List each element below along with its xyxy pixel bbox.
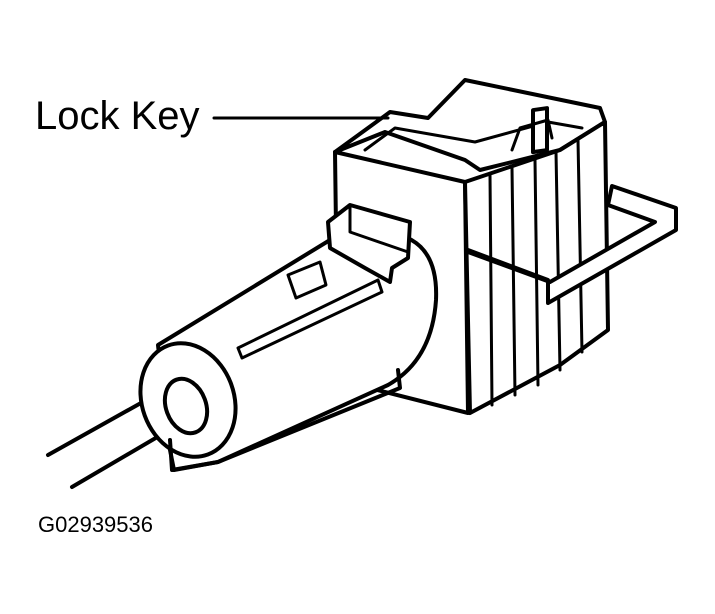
lock-key-label: Lock Key: [35, 94, 200, 138]
terminal-body: [138, 203, 439, 472]
lock-collar: [466, 184, 678, 305]
figure-id: G02939536: [38, 512, 153, 537]
